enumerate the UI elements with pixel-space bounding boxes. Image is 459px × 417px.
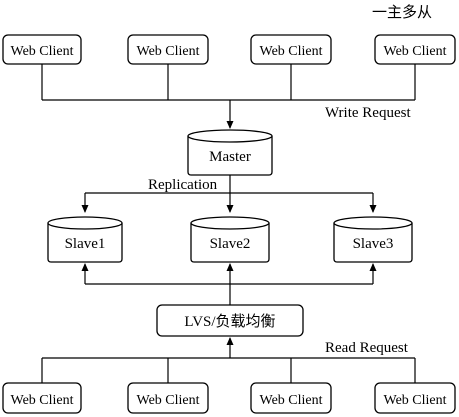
top-client-2-label: Web Client <box>136 44 199 59</box>
bottom-client-4-label: Web Client <box>383 393 446 408</box>
load-balancer-label: LVS/负载均衡 <box>184 313 275 330</box>
master-db: Master <box>187 129 273 176</box>
slave-db-2: Slave2 <box>190 216 270 263</box>
read-distribution-links <box>81 263 377 305</box>
replication-label: Replication <box>148 177 218 193</box>
read-request-bus <box>41 337 416 383</box>
slave-1-label: Slave1 <box>65 236 106 252</box>
top-client-1-label: Web Client <box>10 44 73 59</box>
top-client-3: Web Client <box>250 34 332 65</box>
top-client-2: Web Client <box>127 34 209 65</box>
diagram-title: 一主多从 <box>372 4 432 21</box>
bottom-client-1-label: Web Client <box>10 393 73 408</box>
bottom-client-3-label: Web Client <box>259 393 322 408</box>
top-client-1: Web Client <box>2 34 82 65</box>
master-label: Master <box>209 149 251 165</box>
bottom-client-2-label: Web Client <box>136 393 199 408</box>
slave-db-1: Slave1 <box>47 216 123 263</box>
top-client-4: Web Client <box>374 34 456 65</box>
bottom-client-3: Web Client <box>250 382 332 414</box>
slave-3-label: Slave3 <box>353 236 394 252</box>
top-client-3-label: Web Client <box>259 44 322 59</box>
write-request-label: Write Request <box>325 105 411 121</box>
load-balancer: LVS/负载均衡 <box>156 304 304 337</box>
bottom-client-2: Web Client <box>127 382 209 414</box>
slave-2-label: Slave2 <box>210 236 251 252</box>
top-client-4-label: Web Client <box>383 44 446 59</box>
replication-links <box>81 175 377 213</box>
read-request-label: Read Request <box>325 340 409 356</box>
bottom-client-4: Web Client <box>374 382 456 414</box>
write-request-bus <box>41 64 416 129</box>
bottom-client-1: Web Client <box>2 382 82 414</box>
slave-db-3: Slave3 <box>333 216 413 263</box>
